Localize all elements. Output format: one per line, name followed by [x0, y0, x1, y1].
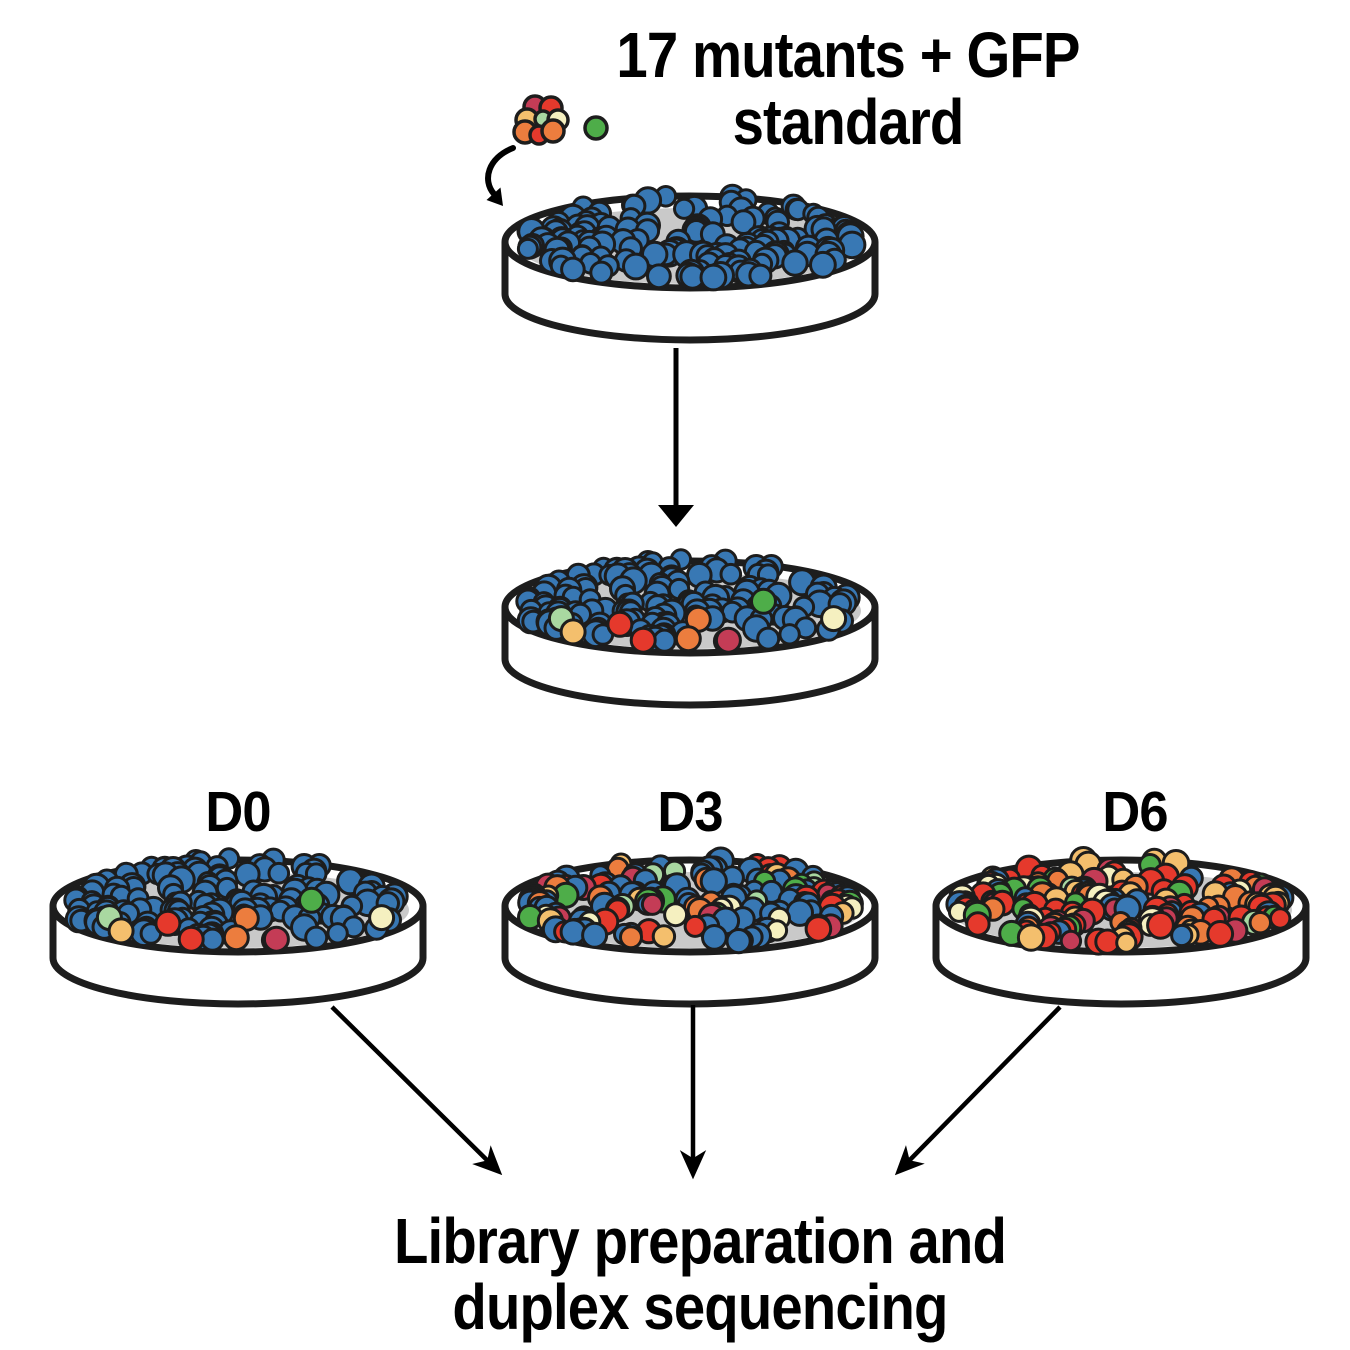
cell-icon	[589, 260, 614, 285]
cell-icon	[540, 118, 566, 144]
petri-dish-d3	[501, 846, 879, 1008]
cell-icon	[652, 628, 677, 653]
experiment-title-line1: 17 mutants + GFP	[616, 19, 1080, 91]
sequencing-label: Library preparation and duplex sequencin…	[348, 1208, 1052, 1340]
cell-icon	[719, 562, 743, 586]
cell-icon	[714, 626, 742, 654]
cell-icon	[683, 914, 707, 938]
cell-icon	[748, 263, 773, 288]
cell-icon	[326, 922, 349, 945]
cell-icon	[674, 625, 702, 653]
petri-dish-d6	[932, 846, 1310, 1008]
cell-icon	[640, 892, 664, 916]
cell-icon	[1170, 923, 1194, 948]
timepoint-label-d6: D6	[1102, 780, 1168, 844]
cell-icon	[663, 902, 689, 928]
cell-icon	[516, 237, 539, 260]
cell-icon	[560, 256, 586, 283]
transfer-arrowhead-icon	[658, 505, 694, 527]
inoculum-cluster	[485, 94, 609, 206]
cell-icon	[606, 610, 634, 638]
cell-icon	[581, 921, 609, 949]
inoculation-arrow-icon	[485, 145, 516, 197]
cell-icon	[965, 911, 991, 937]
gfp-standard-cell-icon	[583, 115, 609, 141]
cell-icon	[177, 925, 205, 953]
sequencing-label-line2: duplex sequencing	[452, 1271, 948, 1343]
cell-icon	[699, 263, 728, 292]
cell-icon	[701, 924, 728, 951]
cell-icon	[304, 925, 329, 950]
petri-dish-d0	[49, 847, 427, 1008]
collection-arrows	[330, 1005, 1062, 1180]
cell-icon	[154, 909, 182, 937]
cell-icon	[559, 618, 587, 646]
cell-icon	[619, 925, 643, 950]
cell-icon	[673, 197, 696, 220]
petri-dish-mixed	[501, 548, 879, 709]
timepoint-label-d3: D3	[657, 780, 723, 844]
cell-icon	[621, 252, 650, 281]
cell-icon	[298, 886, 325, 914]
experiment-title-line2: standard	[732, 86, 965, 158]
cell-icon	[583, 115, 609, 141]
cell-icon	[107, 917, 135, 945]
cell-icon	[1016, 923, 1046, 952]
cell-icon	[1059, 929, 1083, 953]
experiment-title: 17 mutants + GFP standard	[584, 22, 1112, 156]
cell-icon	[809, 250, 837, 279]
cell-icon	[368, 904, 396, 932]
cell-icon	[781, 249, 809, 277]
cell-icon	[646, 263, 672, 290]
cell-icon	[651, 924, 677, 949]
cell-icon	[725, 928, 752, 955]
cell-icon	[750, 587, 777, 615]
cell-icon	[1248, 911, 1272, 935]
arrow-d0-to-sequencing-icon	[330, 1005, 503, 1176]
cell-icon	[778, 623, 801, 646]
petri-dish-seed	[501, 183, 879, 344]
cell-icon	[1146, 910, 1175, 940]
cell-icon	[262, 925, 290, 953]
arrow-d6-to-sequencing-icon	[894, 1005, 1062, 1176]
cell-icon	[267, 861, 291, 885]
mutant-cells-icon	[512, 94, 570, 146]
transfer-arrow	[658, 348, 694, 527]
cell-icon	[1115, 931, 1138, 954]
cell-icon	[820, 605, 848, 633]
cell-icon	[756, 626, 781, 651]
cell-icon	[222, 924, 250, 952]
cell-icon	[629, 626, 657, 654]
cell-icon	[1206, 920, 1235, 948]
cell-icon	[699, 867, 728, 896]
cell-icon	[804, 915, 833, 943]
cell-icon	[200, 927, 225, 952]
timepoint-label-d0: D0	[205, 780, 271, 844]
inoculation-arrowhead-icon	[486, 187, 503, 206]
sequencing-label-line1: Library preparation and	[394, 1205, 1007, 1277]
cell-icon	[1269, 907, 1292, 930]
